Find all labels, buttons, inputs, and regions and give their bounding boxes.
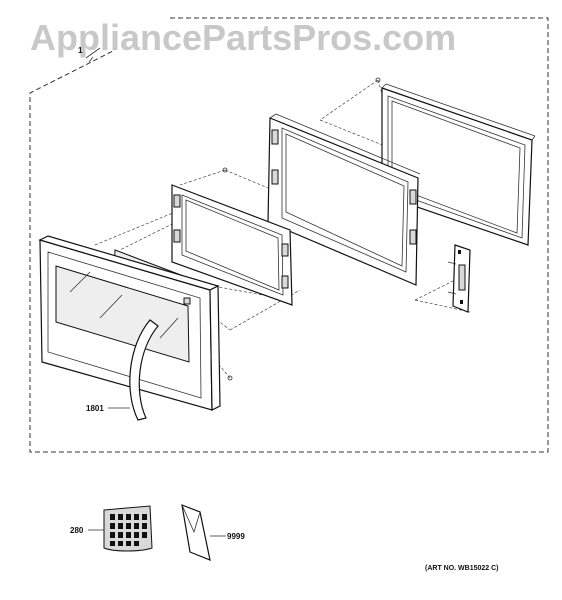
literature-envelope[interactable]: [181, 504, 211, 561]
callout-handle: 1801: [86, 404, 104, 413]
door-latch-slot: [183, 297, 191, 305]
screw-bottom: [227, 375, 233, 381]
callout-assembly: 1: [78, 46, 83, 55]
choke-frame: [171, 184, 293, 306]
door-handle[interactable]: [129, 319, 159, 421]
art-number: (ART NO. WB15022 C): [425, 565, 499, 572]
assembly-boundary: [29, 17, 549, 453]
screw-top-right: [375, 77, 381, 83]
front-door-panel: [38, 235, 221, 411]
assembly-leader: [85, 47, 101, 59]
latch-assembly: [447, 244, 471, 313]
door-inner-frame: [267, 113, 421, 286]
watermark-text: AppliancePartsPros.com: [30, 17, 456, 58]
assembly-tick: [88, 56, 94, 63]
clip-grid: [110, 514, 147, 546]
callout-envelope: 9999: [227, 532, 245, 541]
callout-clips: 280: [70, 526, 84, 535]
screw-choke: [222, 167, 228, 173]
clip-sheet[interactable]: [103, 505, 153, 552]
rear-door-panel: [381, 83, 536, 246]
